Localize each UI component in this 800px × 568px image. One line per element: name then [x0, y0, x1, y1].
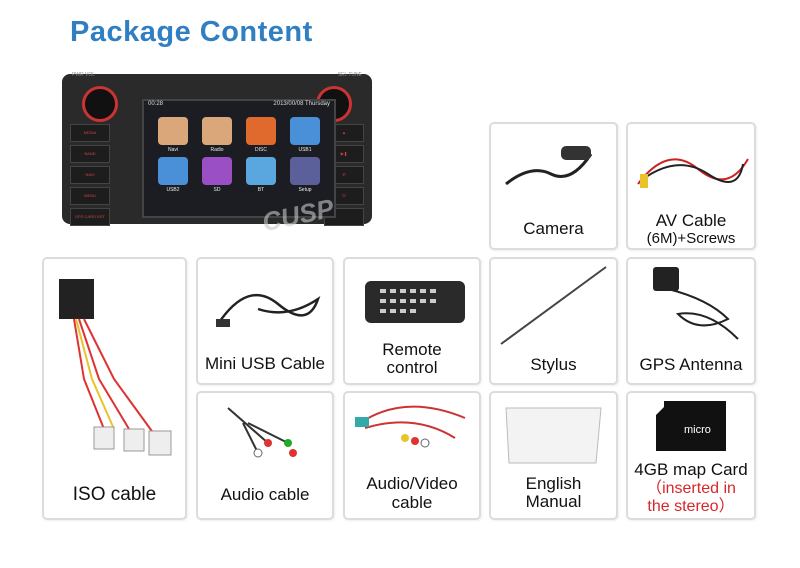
media-button: MEDIA — [70, 124, 110, 142]
item-mini-usb-cable: Mini USB Cable — [196, 257, 334, 385]
status-time: 00:28 — [148, 101, 164, 107]
micro-sd-card-image: micro — [656, 401, 726, 451]
audio-video-cable-image — [355, 405, 466, 448]
item-label: Stylus — [530, 355, 577, 374]
mini-usb-cable-image — [216, 293, 321, 327]
item-map-card: micro 4GB map Card （inserted in the ster… — [626, 391, 756, 520]
gps-card-button: GPS CARD RST — [70, 208, 110, 226]
app-navi: Navi — [154, 117, 192, 153]
gps-antenna-image — [653, 267, 739, 340]
audio-cable-image — [227, 407, 297, 458]
navi-button: NAVI — [70, 166, 110, 184]
item-audio-cable: Audio cable — [196, 391, 334, 520]
item-stylus: Stylus — [489, 257, 618, 385]
camera-image — [505, 146, 593, 186]
car-stereo-image: MEDIA BAND NAVI MENU GPS CARD RST ▲▶❚✆⏻ … — [42, 70, 392, 237]
knob-label-right: SEL TUNE — [337, 72, 362, 78]
item-label: Mini USB Cable — [205, 354, 325, 373]
menu-button: MENU — [70, 187, 110, 205]
stylus-image — [500, 266, 607, 345]
app-usb2: USB2 — [154, 157, 192, 193]
app-disc: DISC — [242, 117, 280, 153]
item-label: 4GB map Card — [634, 460, 748, 479]
item-label: English — [525, 474, 582, 493]
item-label: GPS Antenna — [639, 355, 743, 374]
volume-knob — [82, 86, 118, 122]
status-date: 2013/00/08 Thursday — [273, 101, 330, 107]
item-label-2: control — [386, 358, 438, 377]
item-note-2: the stereo） — [647, 498, 735, 515]
app-sd: SD — [198, 157, 236, 193]
page-title: Package Content — [70, 16, 313, 48]
item-av-cable: AV Cable (6M)+Screws — [626, 122, 756, 250]
item-gps-antenna: GPS Antenna — [626, 257, 756, 385]
item-note: （inserted in — [646, 480, 736, 497]
app-usb1: USB1 — [286, 117, 324, 153]
item-camera: Camera — [489, 122, 618, 250]
item-remote-control: Remote control — [343, 257, 481, 385]
svg-text:micro: micro — [684, 424, 711, 436]
remote-control-image — [365, 281, 465, 323]
item-english-manual: English Manual — [489, 391, 618, 520]
app-bt: BT — [242, 157, 280, 193]
item-label-2: cable — [391, 493, 433, 512]
iso-cable-image — [59, 279, 172, 456]
item-label: Audio cable — [220, 485, 310, 504]
band-button: BAND — [70, 145, 110, 163]
av-cable-image — [637, 158, 749, 188]
item-audio-video-cable: Audio/Video cable — [343, 391, 481, 520]
item-label: ISO cable — [72, 484, 157, 505]
stereo-screen: 00:28 2013/00/08 Thursday Navi Radio DISC… — [142, 99, 336, 218]
item-label: Camera — [523, 219, 584, 238]
item-iso-cable: ISO cable — [42, 257, 187, 520]
item-label: AV Cable — [655, 211, 727, 230]
item-label: Audio/Video — [366, 474, 458, 493]
item-label: Remote — [382, 340, 442, 359]
app-setup: Setup — [286, 157, 324, 193]
manual-image — [505, 407, 602, 464]
item-label-2: (6M)+Screws — [646, 230, 736, 247]
item-label-2: Manual — [525, 492, 582, 511]
app-radio: Radio — [198, 117, 236, 153]
knob-label-left: PWR VOL — [72, 72, 96, 78]
